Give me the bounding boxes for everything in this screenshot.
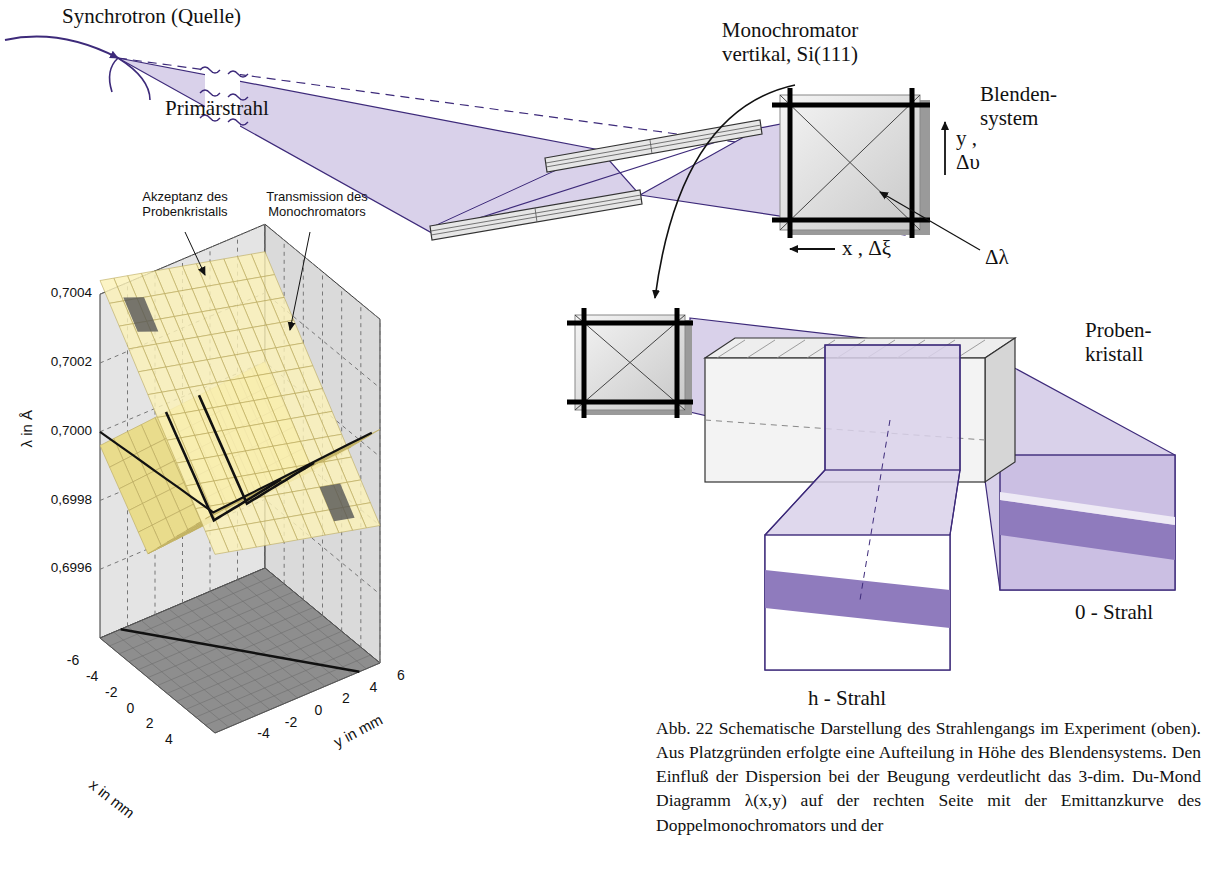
grid-line [177,631,342,701]
back-wall [100,224,265,638]
figure-caption: Abb. 22 Schematische Darstellung des Str… [656,716,1201,837]
grid-line [380,319,381,663]
tick-label: 4 [156,731,182,747]
tick-label: 4 [361,679,387,695]
intersection-patch [320,484,355,522]
emittance-curve [199,395,314,503]
surface-cell [138,369,161,394]
beam-label: h - Strahl [808,686,928,710]
surface-cell [205,529,228,554]
axis-title: x in mm [75,767,149,830]
axis-label: y , Δυ [956,126,1006,174]
tick-label: -4 [79,668,105,684]
grid-line [167,623,332,693]
tick-label: 0,7002 [34,354,92,370]
tick-label: -6 [60,652,86,668]
grid-line [186,639,351,709]
surface-label: Akzeptanz des Probenkristalls [125,190,245,220]
axis-title: λ in Å [18,394,35,464]
tick-label: 0,6998 [34,492,92,508]
tick-label: -2 [98,684,124,700]
tick-label: 0,7004 [34,285,92,301]
tick-label: 2 [137,715,163,731]
tick-label: 6 [388,667,414,683]
projection-line [121,629,360,672]
grid-line [210,591,325,686]
tick-label: 0 [118,700,144,716]
monochromator-label: Monochromator vertikal, Si(111) [690,18,890,66]
tick-label: 0,7000 [34,423,92,439]
leader-line [290,232,310,330]
leader-line [185,232,205,275]
emittance-curve [166,412,281,520]
axis-label: x , Δξ [842,236,922,260]
axis-title: y in mm [319,704,398,757]
floor [100,568,380,733]
tick-label: -2 [278,714,304,730]
grid-line [265,568,380,663]
tick-label: 2 [333,690,359,706]
beam-label: Primärstrahl [165,96,325,120]
surface-cell [100,278,123,303]
beam-label: 0 - Strahl [1075,600,1195,624]
slit-label: Blenden- system [980,82,1075,130]
source-label: Synchrotron (Quelle) [62,4,322,28]
intersection-patch [123,297,158,331]
surface-cell [138,525,161,554]
grid-line [360,303,361,647]
surface-cell [129,347,152,372]
crystal-label: Proben- kristall [1085,318,1185,366]
tick-label: 0 [306,702,332,718]
tick-label: 0,6996 [34,560,92,576]
tick-label: -4 [251,725,277,741]
bandwidth-label: Δλ [985,245,1035,269]
surface-label: Transmission des Monochromators [252,190,382,220]
